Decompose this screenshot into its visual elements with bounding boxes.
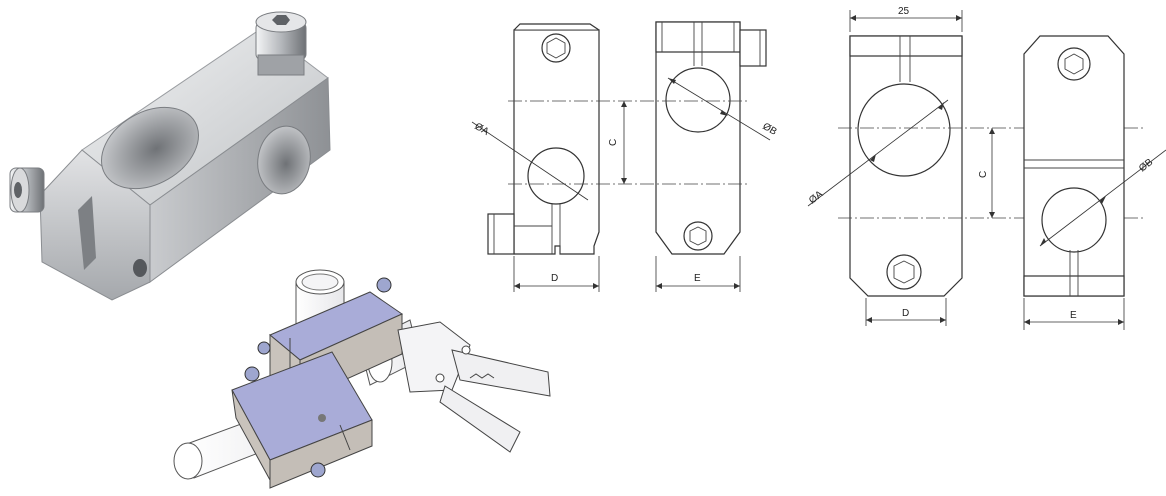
- gripper-icon: [397, 321, 551, 453]
- metal-clamp-photo: [9, 11, 331, 301]
- dim-25-label: 25: [898, 6, 910, 17]
- dim-d-label-large: D: [902, 308, 909, 319]
- side-bolt-icon: [9, 167, 45, 213]
- dim-c-label: C: [608, 139, 619, 146]
- dim-c-label-large: C: [978, 171, 989, 178]
- drawing-large-front: 25 C ØA D: [807, 6, 1146, 326]
- drawing-small-front: C ØA D: [471, 23, 640, 292]
- dim-e-label: E: [694, 273, 701, 284]
- clamp-assembly-render: [173, 269, 551, 489]
- drawing-small-side: ØB E: [640, 21, 779, 292]
- drawing-large-side: ØB E: [1023, 35, 1166, 330]
- dim-dia-a-label: ØA: [473, 121, 491, 138]
- top-bolt-icon: [255, 11, 307, 76]
- dim-dia-b-label-large: ØB: [1137, 157, 1155, 175]
- dim-d-label: D: [551, 273, 558, 284]
- dim-e-label-large: E: [1070, 310, 1077, 321]
- dim-dia-a-label-large: ØA: [807, 189, 825, 207]
